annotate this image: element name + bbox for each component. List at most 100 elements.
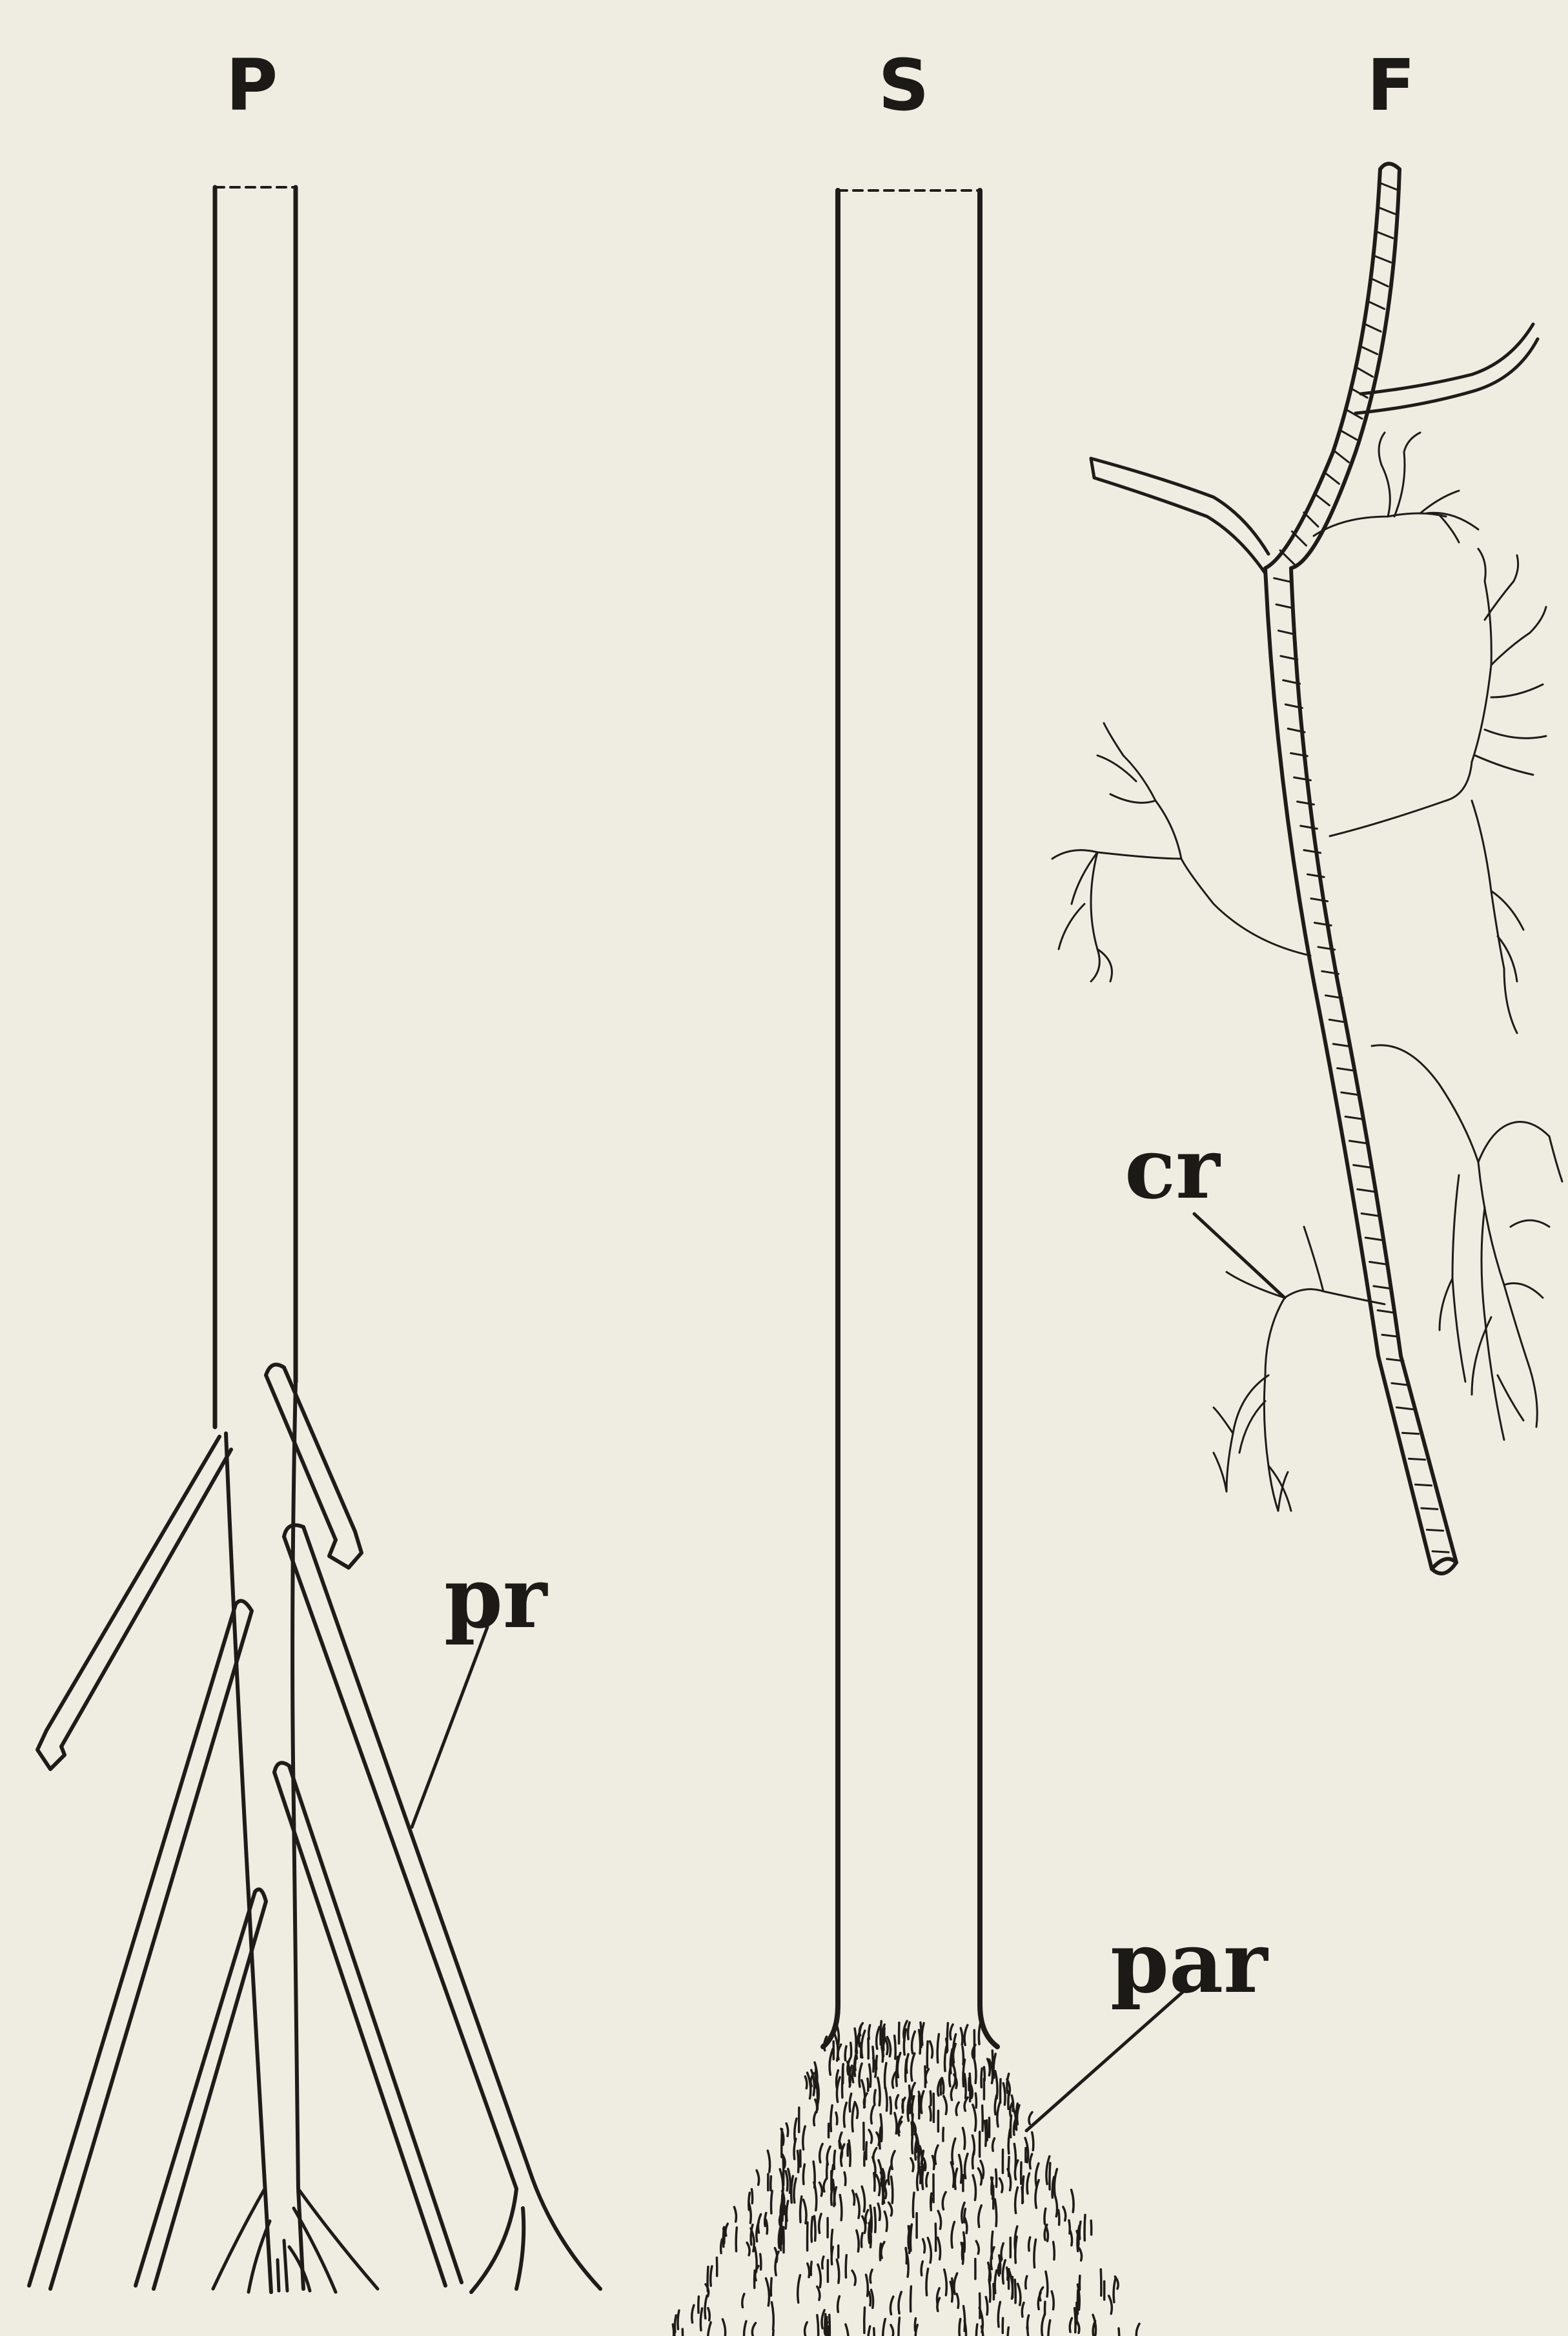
stem-segment-tick bbox=[1421, 1508, 1438, 1510]
root-mass-stroke bbox=[976, 2324, 977, 2336]
root-mass-stroke bbox=[930, 2042, 933, 2058]
root-mass-stroke bbox=[959, 2319, 961, 2336]
root-mass-stroke bbox=[965, 2154, 968, 2178]
root-mass-stroke bbox=[744, 2321, 746, 2336]
root-mass-stroke bbox=[698, 2297, 699, 2313]
root-mass-stroke bbox=[875, 2208, 876, 2232]
root-mass-stroke bbox=[1008, 2328, 1009, 2336]
stem-segment-tick bbox=[1374, 1286, 1390, 1289]
root-mass-stroke bbox=[705, 2295, 707, 2318]
root-mass-stroke bbox=[919, 2030, 921, 2053]
stem-segment-tick bbox=[1361, 347, 1378, 354]
root-mass-stroke bbox=[861, 2031, 864, 2058]
stem-segment-tick bbox=[1333, 1044, 1350, 1047]
root-mass-stroke bbox=[972, 2135, 974, 2154]
root-mass-stroke bbox=[944, 2047, 946, 2071]
stem-segment-tick bbox=[1402, 1433, 1418, 1434]
root-mass-stroke bbox=[911, 2053, 914, 2080]
root-mass-stroke bbox=[835, 2034, 838, 2061]
root-mass-stroke bbox=[818, 2264, 820, 2287]
root-mass-stroke bbox=[711, 2266, 712, 2286]
root-mass-stroke bbox=[817, 2315, 819, 2336]
root-mass-stroke bbox=[878, 2078, 880, 2105]
root-mass-stroke bbox=[995, 2071, 997, 2098]
stem-segment-tick bbox=[1409, 1459, 1425, 1460]
stem-segment-tick bbox=[1341, 1092, 1358, 1095]
root-mass-stroke bbox=[723, 2227, 724, 2247]
root-mass-stroke bbox=[979, 2022, 981, 2044]
root-mass-stroke bbox=[995, 2199, 996, 2226]
root-mass-stroke bbox=[803, 2164, 804, 2184]
root-mass-stroke bbox=[836, 2113, 837, 2124]
root-mass-stroke bbox=[931, 2198, 932, 2211]
root-mass-stroke bbox=[1000, 2079, 1001, 2102]
root-mass-stroke bbox=[708, 2308, 709, 2321]
root-mass-stroke bbox=[870, 2206, 871, 2232]
root-mass-stroke bbox=[870, 2064, 871, 2087]
root-mass-stroke bbox=[833, 2180, 834, 2206]
root-mass-stroke bbox=[870, 2269, 872, 2282]
root-mass-stroke bbox=[678, 2310, 679, 2329]
root-mass-stroke bbox=[964, 2321, 966, 2336]
root-mass-stroke bbox=[798, 2275, 800, 2303]
stem-segment-tick bbox=[1415, 1484, 1431, 1486]
root-mass-stroke bbox=[902, 2098, 905, 2111]
root-mass-stroke bbox=[1046, 2271, 1048, 2297]
callout-label-pr: pr bbox=[444, 1548, 548, 1647]
root-mass-stroke bbox=[861, 2233, 862, 2248]
root-mass-stroke bbox=[700, 2308, 702, 2330]
root-mass-stroke bbox=[874, 2328, 875, 2336]
root-mass-stroke bbox=[1070, 2318, 1072, 2331]
stem-segment-tick bbox=[1334, 450, 1349, 462]
root-mass-stroke bbox=[912, 2126, 914, 2153]
stem-segment-tick bbox=[1370, 1262, 1387, 1264]
root-mass-stroke bbox=[890, 2097, 891, 2114]
root-mass-stroke bbox=[891, 2325, 893, 2336]
root-mass-stroke bbox=[906, 2060, 907, 2082]
root-mass-stroke bbox=[1010, 2271, 1013, 2299]
root-mass-stroke bbox=[862, 2186, 864, 2211]
root-mass-stroke bbox=[964, 2025, 968, 2045]
root-mass-stroke bbox=[869, 2025, 870, 2039]
root-mass-stroke bbox=[911, 2158, 913, 2171]
root-mass-stroke bbox=[708, 2322, 711, 2336]
root-mass-stroke bbox=[791, 2176, 793, 2202]
callout-label-par: par bbox=[1110, 1913, 1268, 2012]
callout-leader-pr bbox=[412, 1627, 487, 1827]
root-mass-stroke bbox=[822, 2257, 824, 2268]
root-mass-stroke bbox=[831, 2105, 832, 2131]
root-mass-stroke bbox=[692, 2305, 694, 2322]
stem-segment-tick bbox=[1292, 531, 1307, 546]
root-mass-stroke bbox=[952, 2222, 954, 2248]
root-mass-stroke bbox=[976, 2241, 979, 2254]
root-mass-stroke bbox=[840, 2195, 842, 2220]
root-mass-stroke bbox=[920, 2169, 921, 2183]
root-mass-stroke bbox=[815, 2068, 816, 2087]
root-mass-stroke bbox=[752, 2189, 753, 2204]
branch-upper-left bbox=[1091, 458, 1268, 573]
root-mass-stroke bbox=[834, 2151, 835, 2169]
root-mass-stroke bbox=[969, 2081, 970, 2101]
root-mass-stroke bbox=[954, 2273, 957, 2294]
root-mass-stroke bbox=[752, 2323, 755, 2336]
root-mass-stroke bbox=[869, 2292, 870, 2306]
root-mass-stroke bbox=[996, 2169, 997, 2187]
root-mass-stroke bbox=[842, 2071, 843, 2098]
root-mass-stroke bbox=[824, 2179, 826, 2191]
panel-p-drawing bbox=[29, 187, 600, 2292]
root-mass-stroke bbox=[1084, 2215, 1085, 2240]
root-mass-stroke bbox=[820, 2144, 823, 2162]
root-mass-stroke bbox=[938, 2238, 941, 2260]
root-mass-stroke bbox=[1023, 2177, 1024, 2202]
root-mass-stroke bbox=[734, 2207, 736, 2222]
root-mass-stroke bbox=[951, 2162, 953, 2187]
root-mass-stroke bbox=[1079, 2248, 1082, 2260]
root-mass-stroke bbox=[819, 2182, 822, 2196]
root-mass-stroke bbox=[933, 2156, 935, 2169]
panel-label-f: F bbox=[1367, 44, 1415, 127]
root-mass-stroke bbox=[942, 2192, 946, 2209]
root-mass-stroke bbox=[814, 2216, 815, 2240]
root-mass-stroke bbox=[884, 2211, 887, 2231]
stem-segment-tick bbox=[1376, 232, 1393, 238]
